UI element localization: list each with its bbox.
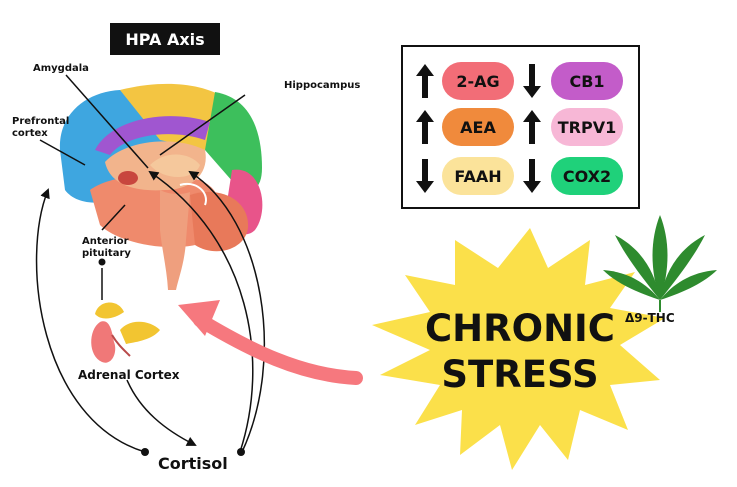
amygdala-label: Amygdala: [33, 63, 89, 74]
hippocampus-label: Hippocampus: [284, 80, 361, 91]
cortisol-dot-left: [141, 448, 149, 456]
adrenal-kidney-illustration: [91, 302, 160, 363]
marker-trpv1: TRPV1: [551, 108, 623, 146]
prefrontal-label: Prefrontal cortex: [12, 116, 69, 140]
cannabis-leaf-icon: [603, 215, 717, 312]
cortisol-dot-right: [237, 448, 245, 456]
pointer-lines: [39, 74, 246, 300]
arrow-up-icon: [523, 110, 541, 144]
marker-cox2: COX2: [551, 157, 623, 195]
stress-to-brain-arrow: [193, 313, 363, 385]
pituitary-dot: [98, 258, 106, 266]
stress-line1: CHRONIC: [425, 307, 615, 350]
marker-box: [401, 45, 640, 209]
anterior-pituitary-line1: Anterior: [82, 236, 129, 247]
arrow-down-icon: [523, 159, 541, 193]
chronic-stress-text: CHRONIC STRESS: [410, 306, 630, 398]
marker-2-ag: 2-AG: [442, 62, 514, 100]
brain-illustration: [59, 83, 263, 290]
stress-line2: STRESS: [441, 353, 599, 396]
marker-faah: FAAH: [442, 157, 514, 195]
page-title: HPA Axis: [110, 23, 220, 55]
adrenal-cortex-label: Adrenal Cortex: [78, 368, 180, 382]
prefrontal-label-line1: Prefrontal: [12, 116, 70, 127]
anterior-pituitary-label: Anterior pituitary: [82, 236, 131, 260]
cortisol-label: Cortisol: [158, 454, 228, 473]
thc-label: Δ9-THC: [625, 311, 675, 325]
anterior-pituitary-line2: pituitary: [82, 248, 131, 259]
feedback-arrows: [35, 170, 266, 453]
arrow-down-icon: [416, 159, 434, 193]
arrow-down-icon: [523, 64, 541, 98]
stress-burst: [372, 228, 665, 470]
marker-cb1: CB1: [551, 62, 623, 100]
arrow-up-icon: [416, 110, 434, 144]
arrow-up-icon: [416, 64, 434, 98]
marker-aea: AEA: [442, 108, 514, 146]
stress-arrow-head: [178, 300, 220, 336]
prefrontal-label-line2: cortex: [12, 128, 48, 139]
